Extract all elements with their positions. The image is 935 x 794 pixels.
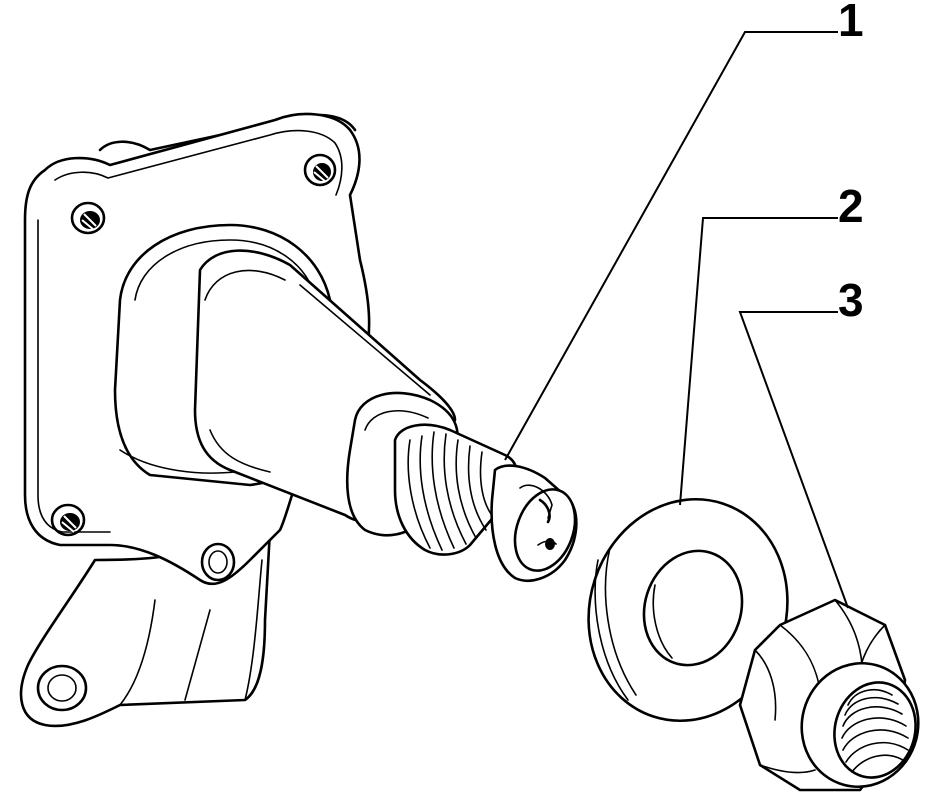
callout-1: 1 [838, 0, 864, 46]
callout-2: 2 [838, 180, 864, 232]
leader-line-1 [504, 31, 838, 461]
bracket-bore [36, 664, 88, 712]
bolt-hole-bottom-right [200, 542, 236, 582]
washer [587, 497, 789, 723]
washer-hole [642, 549, 744, 667]
callout-3: 3 [838, 274, 864, 326]
bolt-hole-bottom-left [50, 503, 86, 537]
bolt-hole-top-left [70, 201, 106, 235]
stub-axle-hub [19, 112, 578, 728]
nut [738, 598, 920, 792]
bolt-hole-top-right [303, 153, 337, 187]
axle-tip [490, 464, 578, 582]
nut-inner-thread [841, 689, 909, 773]
leader-line-3 [738, 311, 849, 609]
leader-line-2 [679, 217, 838, 506]
